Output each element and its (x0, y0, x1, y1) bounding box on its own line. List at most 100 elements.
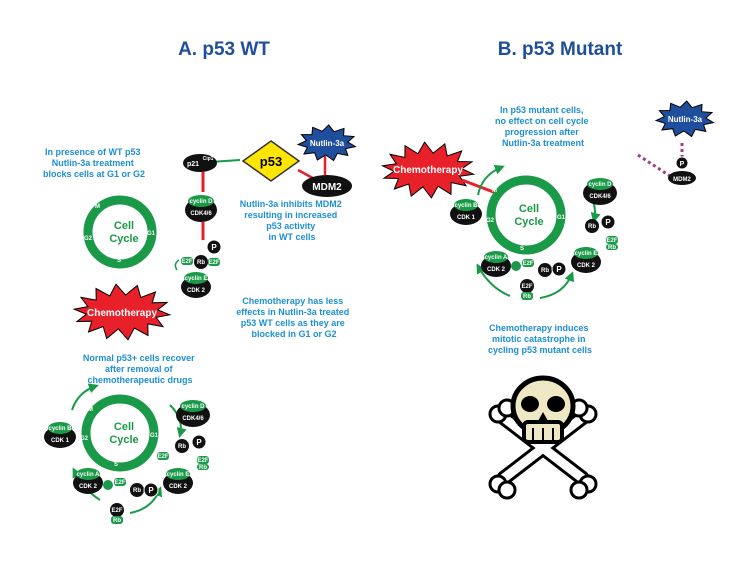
e2f-rb-p-a-bottom: E2F Rb P E2F Rb (103, 478, 159, 524)
svg-text:G1: G1 (150, 433, 159, 439)
svg-text:P: P (680, 161, 685, 168)
svg-text:cyclin B: cyclin B (454, 203, 478, 209)
svg-text:CDK4/6: CDK4/6 (182, 416, 204, 422)
svg-text:S: S (520, 246, 524, 252)
svg-text:CDK 2: CDK 2 (577, 263, 596, 269)
svg-text:p21: p21 (187, 161, 199, 168)
note-a-chemo-less-effect: Chemotherapy has less effects in Nutlin-… (236, 296, 352, 339)
svg-text:CDK 2: CDK 2 (487, 267, 506, 273)
svg-text:P: P (148, 486, 154, 495)
svg-text:MDM2: MDM2 (673, 177, 691, 183)
svg-text:Rb: Rb (113, 518, 121, 524)
cell-cycle-b: Cell Cycle M G1 G2 S (476, 164, 601, 299)
mdm2-dotted-link (637, 153, 671, 178)
cyclin-b-cdk1-a: cyclin B CDK 1 (44, 422, 76, 448)
svg-text:G1: G1 (147, 231, 156, 237)
svg-text:Chemotherapy: Chemotherapy (87, 308, 157, 319)
svg-text:E2F: E2F (208, 260, 219, 266)
cyclin-b-cdk1-b: cyclin B CDK 1 (450, 199, 482, 225)
svg-text:CDK 2: CDK 2 (79, 484, 98, 490)
svg-text:E2F: E2F (606, 238, 617, 244)
svg-text:E2F: E2F (111, 508, 122, 514)
rb-e2f-a: Rb P E2F E2F (174, 239, 222, 271)
skull-crossbones-icon (488, 375, 598, 500)
svg-text:Rb: Rb (523, 294, 531, 300)
note-a-mdm2-inhibition: Nutlin-3a inhibits MDM2 resulting in inc… (240, 199, 345, 242)
svg-text:Cell: Cell (114, 421, 134, 433)
svg-text:Rb: Rb (133, 488, 141, 494)
svg-text:CDK4/6: CDK4/6 (589, 194, 611, 200)
cyclin-e-cdk2-b: cyclin E CDK 2 (571, 247, 601, 273)
note-a-recovery: Normal p53+ cells recover after removal … (83, 353, 197, 385)
note-a-nutlin-block: In presence of WT p53 Nutlin-3a treatmen… (43, 147, 145, 179)
panel-b-title: B. p53 Mutant (498, 39, 623, 60)
svg-text:Rb: Rb (197, 260, 205, 266)
p53-node: p53 (241, 140, 301, 182)
cyclin-e-cdk2-a-bottom: cyclin E CDK 2 (163, 468, 193, 494)
svg-text:Nutlin-3a: Nutlin-3a (668, 115, 703, 124)
svg-text:S: S (114, 462, 118, 468)
svg-text:cyclin A: cyclin A (77, 472, 100, 478)
svg-text:Cip1: Cip1 (203, 156, 214, 162)
svg-text:CDK 1: CDK 1 (51, 438, 70, 444)
svg-text:cyclin E: cyclin E (185, 276, 208, 282)
note-b-no-effect: In p53 mutant cells, no effect on cell c… (495, 105, 591, 148)
svg-text:Rb: Rb (608, 245, 616, 251)
svg-text:Rb: Rb (178, 444, 186, 450)
svg-text:P: P (556, 265, 562, 274)
cyclin-e-cdk2-a: cyclin E CDK 2 (181, 272, 211, 298)
svg-text:M: M (492, 188, 497, 194)
svg-text:p53: p53 (260, 154, 282, 169)
p-mdm2-b: P MDM2 (668, 156, 696, 185)
nutlin-node-a: Nutlin-3a (296, 124, 357, 162)
nutlin-node-b: Nutlin-3a (654, 100, 715, 138)
svg-text:E2F: E2F (197, 458, 208, 464)
svg-text:Rb: Rb (588, 224, 596, 230)
svg-text:E2F: E2F (114, 480, 125, 486)
svg-text:G1: G1 (557, 215, 566, 221)
p21-complex: p21 Cip1 (183, 154, 217, 172)
svg-text:Cycle: Cycle (109, 233, 138, 245)
svg-text:Rb: Rb (199, 465, 207, 471)
chemotherapy-burst-b: Chemotherapy (380, 141, 476, 199)
cell-cycle-a-top: Cell Cycle M G1 G2 S (83, 195, 157, 269)
cyclin-d-cdk46-a-bottom: cyclin D CDK4/6 (176, 400, 210, 427)
svg-text:CDK 2: CDK 2 (169, 484, 188, 490)
svg-text:cyclin D: cyclin D (189, 199, 213, 205)
cyclin-d-cdk46-b: cyclin D CDK4/6 (583, 178, 617, 205)
svg-text:cyclin B: cyclin B (48, 426, 72, 432)
cyclin-a-cdk2-a-bottom: cyclin A CDK 2 (73, 468, 103, 494)
svg-text:E2F: E2F (522, 261, 533, 267)
note-b-mitotic-catastrophe: Chemotherapy induces mitotic catastrophe… (488, 323, 592, 355)
rb-p-a-bottom: Rb P E2F E2F Rb (157, 434, 209, 471)
svg-text:Chemotherapy: Chemotherapy (393, 165, 463, 176)
svg-text:CDK4/6: CDK4/6 (190, 211, 212, 217)
svg-text:E2F: E2F (157, 454, 168, 460)
svg-text:G2: G2 (80, 436, 89, 442)
svg-text:P: P (196, 438, 202, 447)
svg-text:cyclin E: cyclin E (575, 251, 598, 257)
svg-text:CDK 1: CDK 1 (457, 215, 476, 221)
svg-text:M: M (95, 204, 100, 210)
svg-text:G2: G2 (486, 218, 495, 224)
svg-text:E2F: E2F (521, 284, 532, 290)
svg-text:Rb: Rb (541, 268, 549, 274)
svg-text:Cycle: Cycle (109, 434, 138, 446)
panel-a-title: A. p53 WT (178, 39, 270, 60)
svg-text:Cell: Cell (114, 220, 134, 232)
svg-text:CDK 2: CDK 2 (187, 288, 206, 294)
svg-text:P: P (211, 243, 217, 252)
svg-text:S: S (117, 258, 121, 264)
chemo-hits-cycle-b (461, 178, 497, 195)
rb-p-b: Rb P E2F Rb (585, 214, 618, 251)
e2f-rb-p-b: E2F Rb P E2F Rb (511, 259, 567, 300)
svg-text:cyclin A: cyclin A (485, 255, 508, 261)
svg-text:Cycle: Cycle (514, 216, 543, 228)
svg-text:Cell: Cell (519, 203, 539, 215)
svg-text:M: M (88, 407, 93, 413)
cyclin-a-cdk2-b: cyclin A CDK 2 (481, 251, 511, 277)
svg-text:Nutlin-3a: Nutlin-3a (310, 139, 345, 148)
svg-text:P: P (605, 218, 611, 227)
